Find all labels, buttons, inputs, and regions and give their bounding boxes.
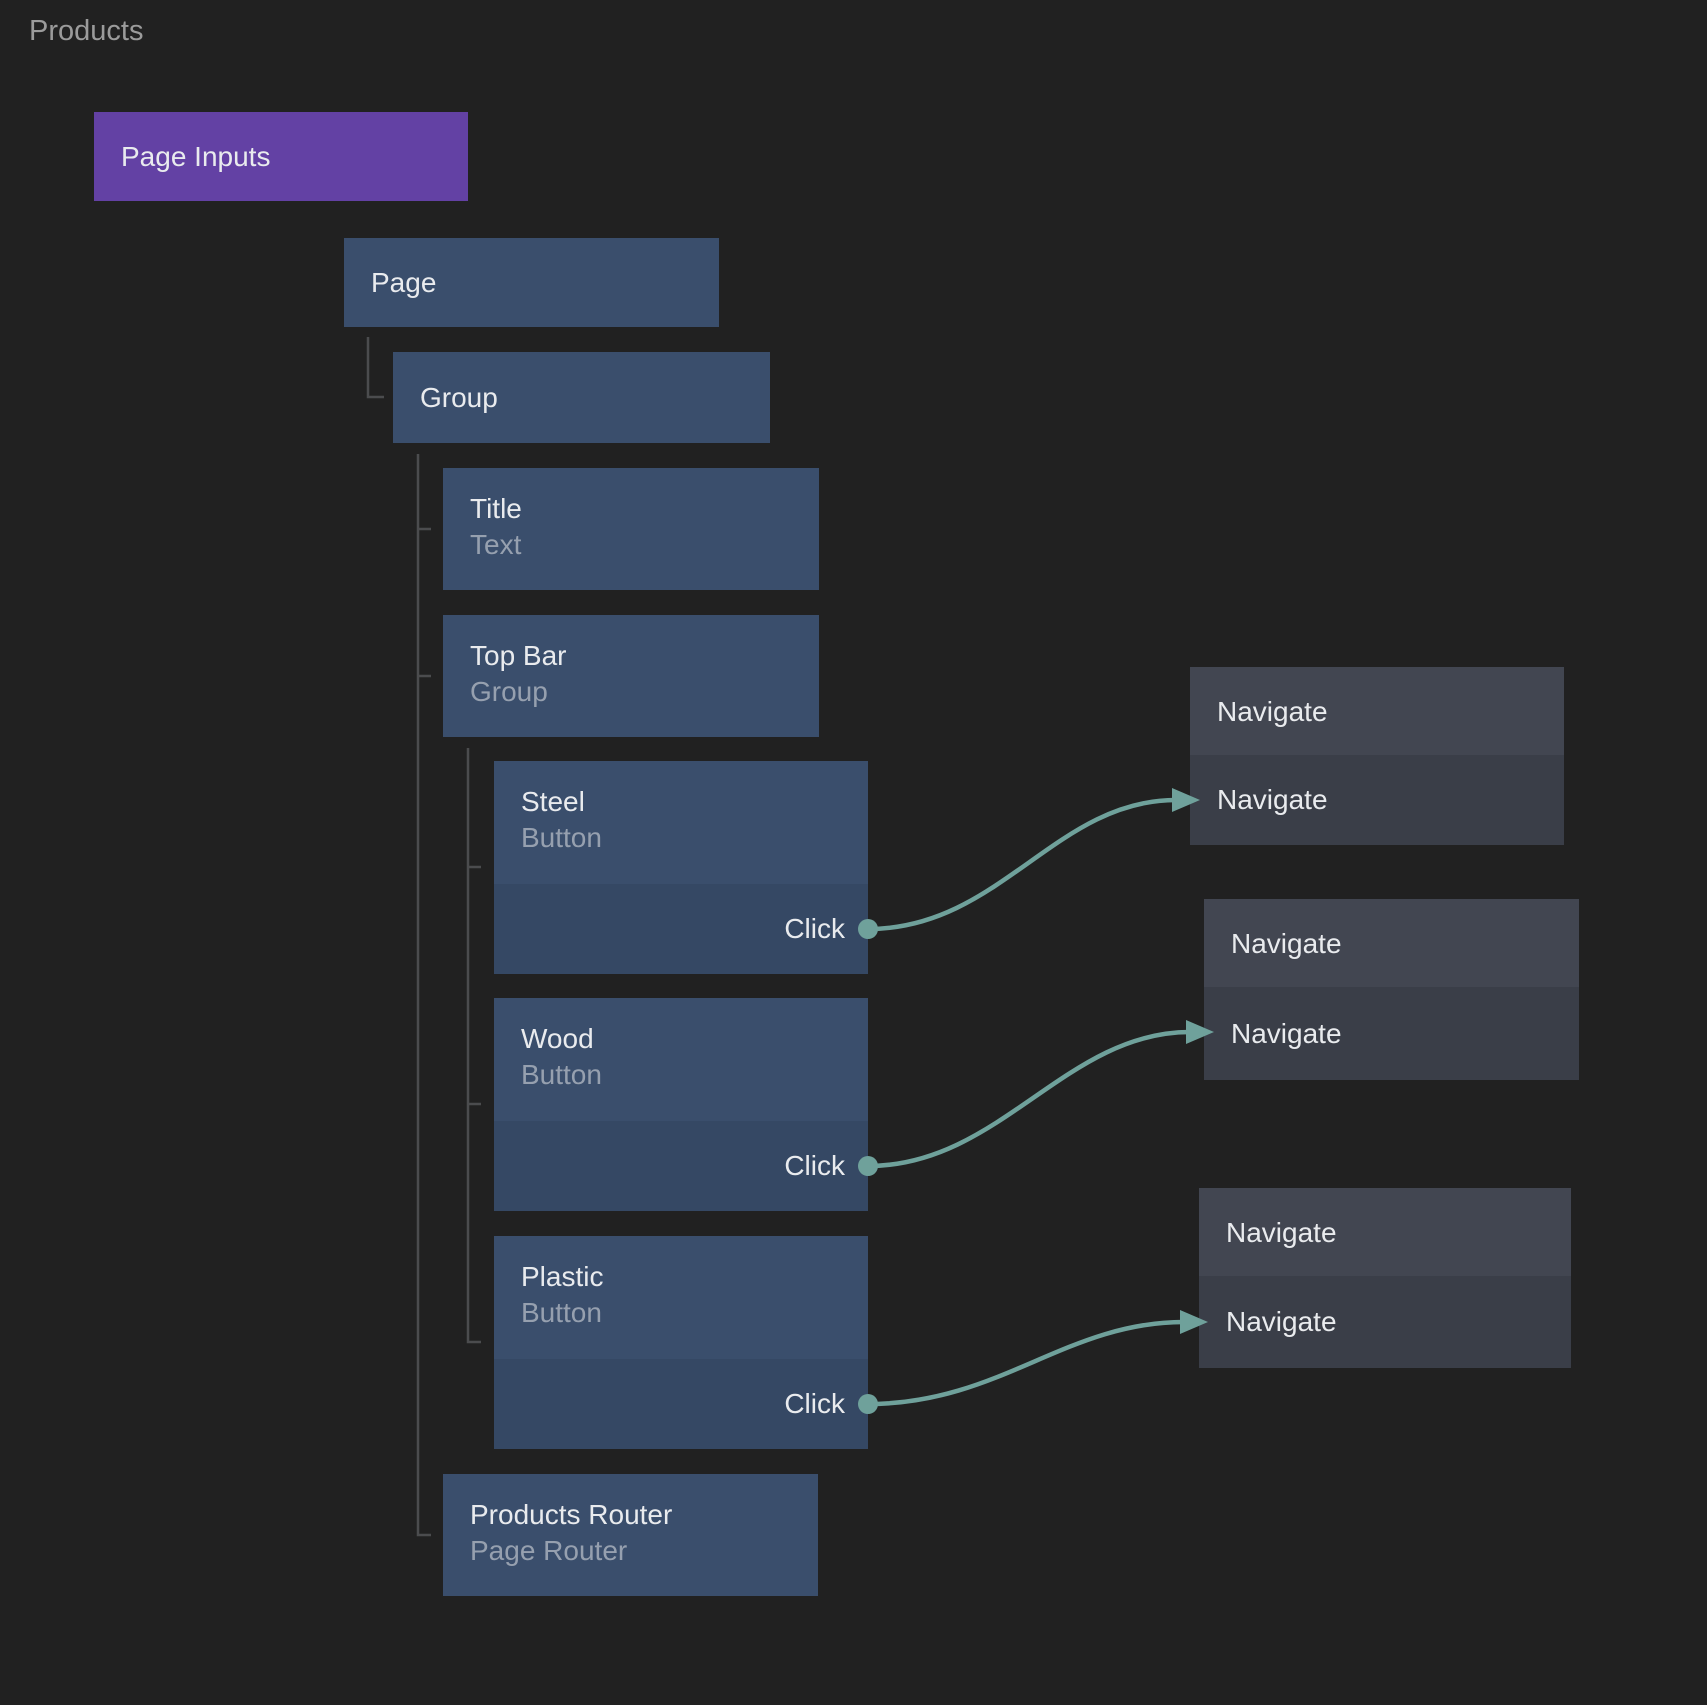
node-navigate-2-header: Navigate xyxy=(1204,899,1579,987)
node-navigate-3-port-row: Navigate xyxy=(1199,1276,1571,1368)
node-plastic-header: Plastic Button xyxy=(494,1236,868,1359)
node-top-bar-type-label: Group xyxy=(470,676,548,707)
node-plastic-click-port-label: Click xyxy=(784,1388,845,1419)
node-products-router-type-label: Page Router xyxy=(470,1535,628,1566)
node-navigate-2-label: Navigate xyxy=(1231,927,1342,959)
node-group-label: Group xyxy=(420,382,498,413)
node-navigate-1-port-label: Navigate xyxy=(1217,784,1328,815)
node-navigate-3-header: Navigate xyxy=(1199,1188,1571,1276)
node-wood-click-port-label: Click xyxy=(784,1150,845,1181)
node-steel-type-label: Button xyxy=(521,822,602,853)
connection-steel-click-to-navigate[interactable] xyxy=(867,797,1177,932)
node-plastic-click-port-row: Click xyxy=(494,1359,868,1449)
node-plastic-label: Plastic xyxy=(521,1261,604,1292)
connection-plastic-click-to-navigate[interactable] xyxy=(867,1319,1185,1407)
node-navigate-3[interactable]: Navigate Navigate xyxy=(1199,1188,1571,1368)
node-wood[interactable]: Wood Button Click xyxy=(494,998,868,1211)
node-wood-label: Wood xyxy=(521,1023,594,1054)
node-navigate-2-port-label: Navigate xyxy=(1231,1017,1342,1049)
node-navigate-1[interactable]: Navigate Navigate xyxy=(1190,667,1564,845)
node-page[interactable]: Page xyxy=(344,238,719,327)
node-navigate-1-port-row: Navigate xyxy=(1190,755,1564,845)
node-plastic-type-label: Button xyxy=(521,1297,602,1328)
node-wood-click-port-row: Click xyxy=(494,1121,868,1211)
node-navigate-2-port-row: Navigate xyxy=(1204,987,1579,1080)
node-page-label: Page xyxy=(371,267,437,298)
node-top-bar[interactable]: Top Bar Group xyxy=(443,615,819,737)
node-group[interactable]: Group xyxy=(393,352,770,443)
node-steel[interactable]: Steel Button Click xyxy=(494,761,868,974)
node-navigate-3-label: Navigate xyxy=(1226,1216,1337,1248)
node-navigate-3-port-label: Navigate xyxy=(1226,1306,1337,1337)
node-wood-type-label: Button xyxy=(521,1059,602,1090)
canvas-title: Products xyxy=(29,15,144,47)
node-navigate-1-label: Navigate xyxy=(1217,695,1328,727)
node-steel-header: Steel Button xyxy=(494,761,868,884)
node-title-type-label: Text xyxy=(470,529,522,560)
tree-line-top-bar-children xyxy=(466,748,481,1344)
node-wood-header: Wood Button xyxy=(494,998,868,1121)
node-products-router-label: Products Router xyxy=(470,1499,673,1530)
node-navigate-1-header: Navigate xyxy=(1190,667,1564,755)
node-top-bar-label: Top Bar xyxy=(470,640,567,671)
node-steel-label: Steel xyxy=(521,786,585,817)
node-title-label: Title xyxy=(470,493,522,524)
node-plastic[interactable]: Plastic Button Click xyxy=(494,1236,868,1449)
connection-wood-click-to-navigate[interactable] xyxy=(867,1029,1191,1169)
node-steel-click-port-label: Click xyxy=(784,913,845,944)
node-page-inputs[interactable]: Page Inputs xyxy=(94,112,468,201)
node-products-router[interactable]: Products Router Page Router xyxy=(443,1474,818,1596)
node-steel-click-port-row: Click xyxy=(494,884,868,974)
tree-line-group-children xyxy=(416,454,431,1537)
node-page-inputs-label: Page Inputs xyxy=(121,141,271,172)
node-title[interactable]: Title Text xyxy=(443,468,819,590)
tree-line-page-to-group xyxy=(366,337,384,399)
node-navigate-2[interactable]: Navigate Navigate xyxy=(1204,899,1579,1080)
